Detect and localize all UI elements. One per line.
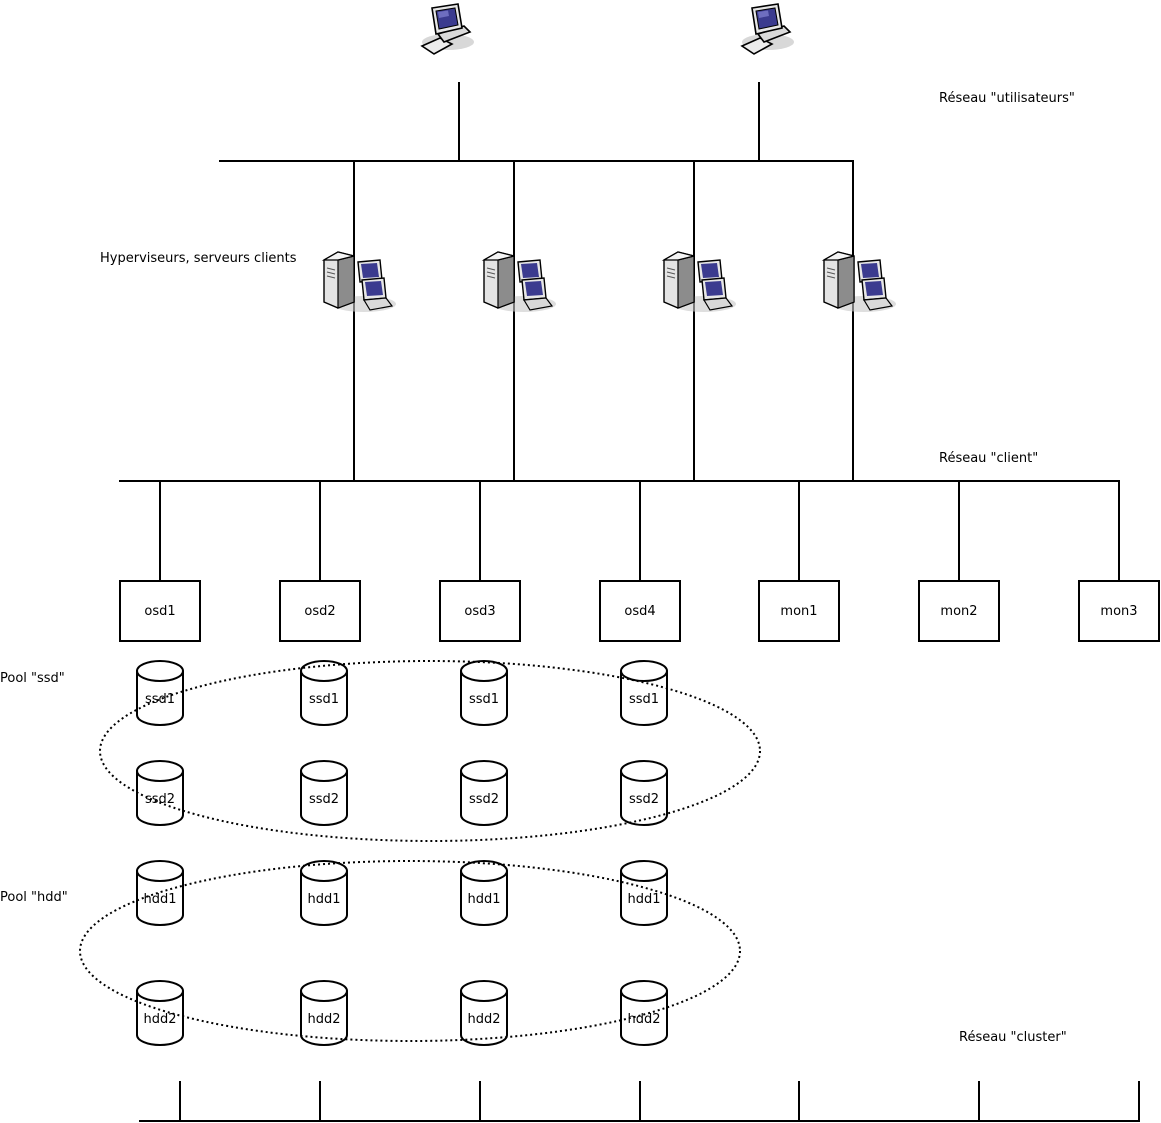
disk-cylinder: hdd2: [300, 980, 348, 1046]
disks: ssd1 ssd1 ssd1 ssd1 ssd2 ssd2 ssd2 ssd2 hdd1 hdd1…: [136, 660, 668, 1046]
server-with-workstations-icon: [663, 251, 737, 313]
disk-cylinder: ssd2: [136, 760, 184, 826]
disk-cylinder: hdd1: [300, 860, 348, 926]
node-mon1: mon1: [758, 580, 840, 642]
disk-label: hdd2: [143, 1012, 176, 1027]
disk-cylinder: ssd1: [620, 660, 668, 726]
node-osd1: osd1: [119, 580, 201, 642]
node-mon2: mon2: [918, 580, 1000, 642]
disk-cylinder: ssd1: [460, 660, 508, 726]
node-osd2: osd2: [279, 580, 361, 642]
users-network-label: Réseau "utilisateurs": [939, 91, 1075, 106]
server-with-workstations-icon: [483, 251, 557, 313]
disk-label: ssd1: [469, 692, 499, 707]
disk-cylinder: ssd1: [136, 660, 184, 726]
node-label: mon2: [940, 604, 977, 619]
disk-label: ssd1: [145, 692, 175, 707]
disk-label: ssd2: [309, 792, 339, 807]
workstation-icon: [741, 3, 795, 55]
cluster-network-label: Réseau "cluster": [959, 1030, 1067, 1045]
disk-cylinder: ssd2: [300, 760, 348, 826]
node-label: mon3: [1100, 604, 1137, 619]
disk-cylinder: ssd2: [460, 760, 508, 826]
disk-label: hdd2: [467, 1012, 500, 1027]
disk-cylinder: hdd1: [136, 860, 184, 926]
disk-label: ssd2: [145, 792, 175, 807]
node-label: osd1: [144, 604, 175, 619]
disk-cylinder: hdd2: [620, 980, 668, 1046]
hypervisors-label: Hyperviseurs, serveurs clients: [100, 251, 297, 266]
node-mon3: mon3: [1078, 580, 1160, 642]
node-links: [159, 481, 1120, 581]
pool-ssd-label: Pool "ssd": [0, 671, 65, 686]
node-label: osd2: [304, 604, 335, 619]
node-label: osd4: [624, 604, 655, 619]
disk-label: ssd2: [469, 792, 499, 807]
disk-cylinder: hdd2: [136, 980, 184, 1046]
disk-label: hdd1: [627, 892, 660, 907]
disk-cylinder: hdd2: [460, 980, 508, 1046]
node-label: mon1: [780, 604, 817, 619]
disk-label: ssd1: [629, 692, 659, 707]
disk-label: ssd1: [309, 692, 339, 707]
disk-label: hdd2: [627, 1012, 660, 1027]
disk-label: hdd1: [143, 892, 176, 907]
disk-cylinder: ssd1: [300, 660, 348, 726]
disk-cylinder: ssd2: [620, 760, 668, 826]
server-with-workstations-icon: [323, 251, 397, 313]
pool-ssd-ellipse: [99, 660, 761, 842]
workstation-icon: [421, 3, 475, 55]
cluster-links: [179, 1081, 1140, 1121]
disk-label: hdd1: [467, 892, 500, 907]
disk-label: hdd2: [307, 1012, 340, 1027]
node-osd3: osd3: [439, 580, 521, 642]
disk-label: hdd1: [307, 892, 340, 907]
disk-cylinder: hdd1: [460, 860, 508, 926]
node-osd4: osd4: [599, 580, 681, 642]
server-with-workstations-icon: [823, 251, 897, 313]
disk-label: ssd2: [629, 792, 659, 807]
node-label: osd3: [464, 604, 495, 619]
pool-hdd-label: Pool "hdd": [0, 890, 68, 905]
client-network-label: Réseau "client": [939, 451, 1038, 466]
disk-cylinder: hdd1: [620, 860, 668, 926]
pool-hdd-ellipse: [79, 860, 741, 1042]
